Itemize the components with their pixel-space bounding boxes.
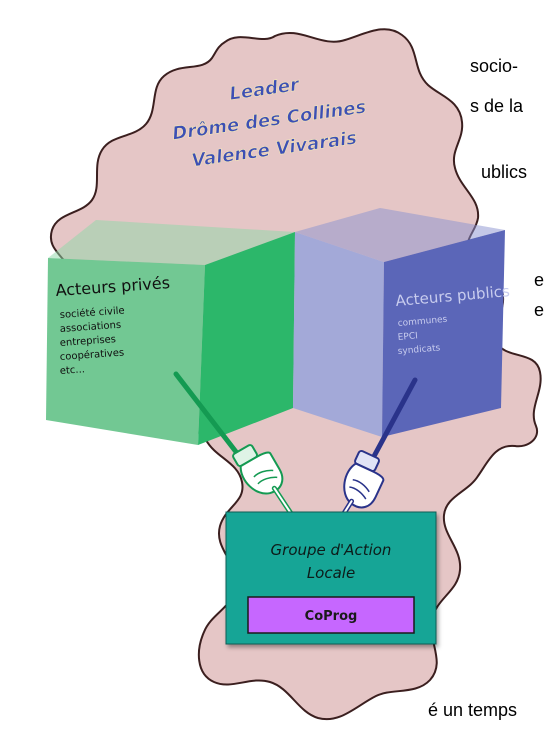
bg-text-line-6: é un temps: [428, 700, 518, 720]
public-cube-side: [293, 232, 384, 437]
private-cube-front: [46, 258, 205, 445]
bg-text-line-5: e: [534, 300, 545, 320]
bg-text-line-2: s de la: [470, 96, 524, 116]
gal-box: Groupe d'Action Locale CoProg: [225, 511, 437, 645]
private-pointing-hand: [232, 444, 295, 518]
private-actors-cube: [46, 220, 295, 445]
public-item-3: syndicats: [397, 343, 441, 357]
public-item-1: communes: [397, 315, 448, 329]
public-cube-top: [295, 208, 505, 262]
private-item-1: société civile: [59, 304, 125, 320]
public-pointer-stick: [369, 377, 418, 463]
bg-text-line-4: e: [534, 270, 545, 290]
gal-title-line-2: Locale: [307, 564, 355, 582]
private-item-2: associations: [59, 320, 121, 335]
coprog-button[interactable]: [247, 596, 415, 634]
private-actors-label: Acteurs privés société civile associatio…: [55, 273, 171, 377]
private-item-3: entreprises: [59, 334, 116, 349]
coprog-label[interactable]: CoProg: [305, 609, 358, 624]
public-item-2: EPCI: [397, 331, 418, 343]
bg-text-line-3: ublics: [481, 162, 528, 182]
private-item-5: etc...: [59, 364, 85, 377]
private-item-4: coopératives: [59, 347, 124, 363]
private-cube-top: [48, 220, 295, 265]
gal-title-line-1: Groupe d'Action: [271, 541, 392, 559]
bg-text-line-1: socio-: [470, 56, 519, 76]
private-cube-side: [198, 232, 295, 445]
